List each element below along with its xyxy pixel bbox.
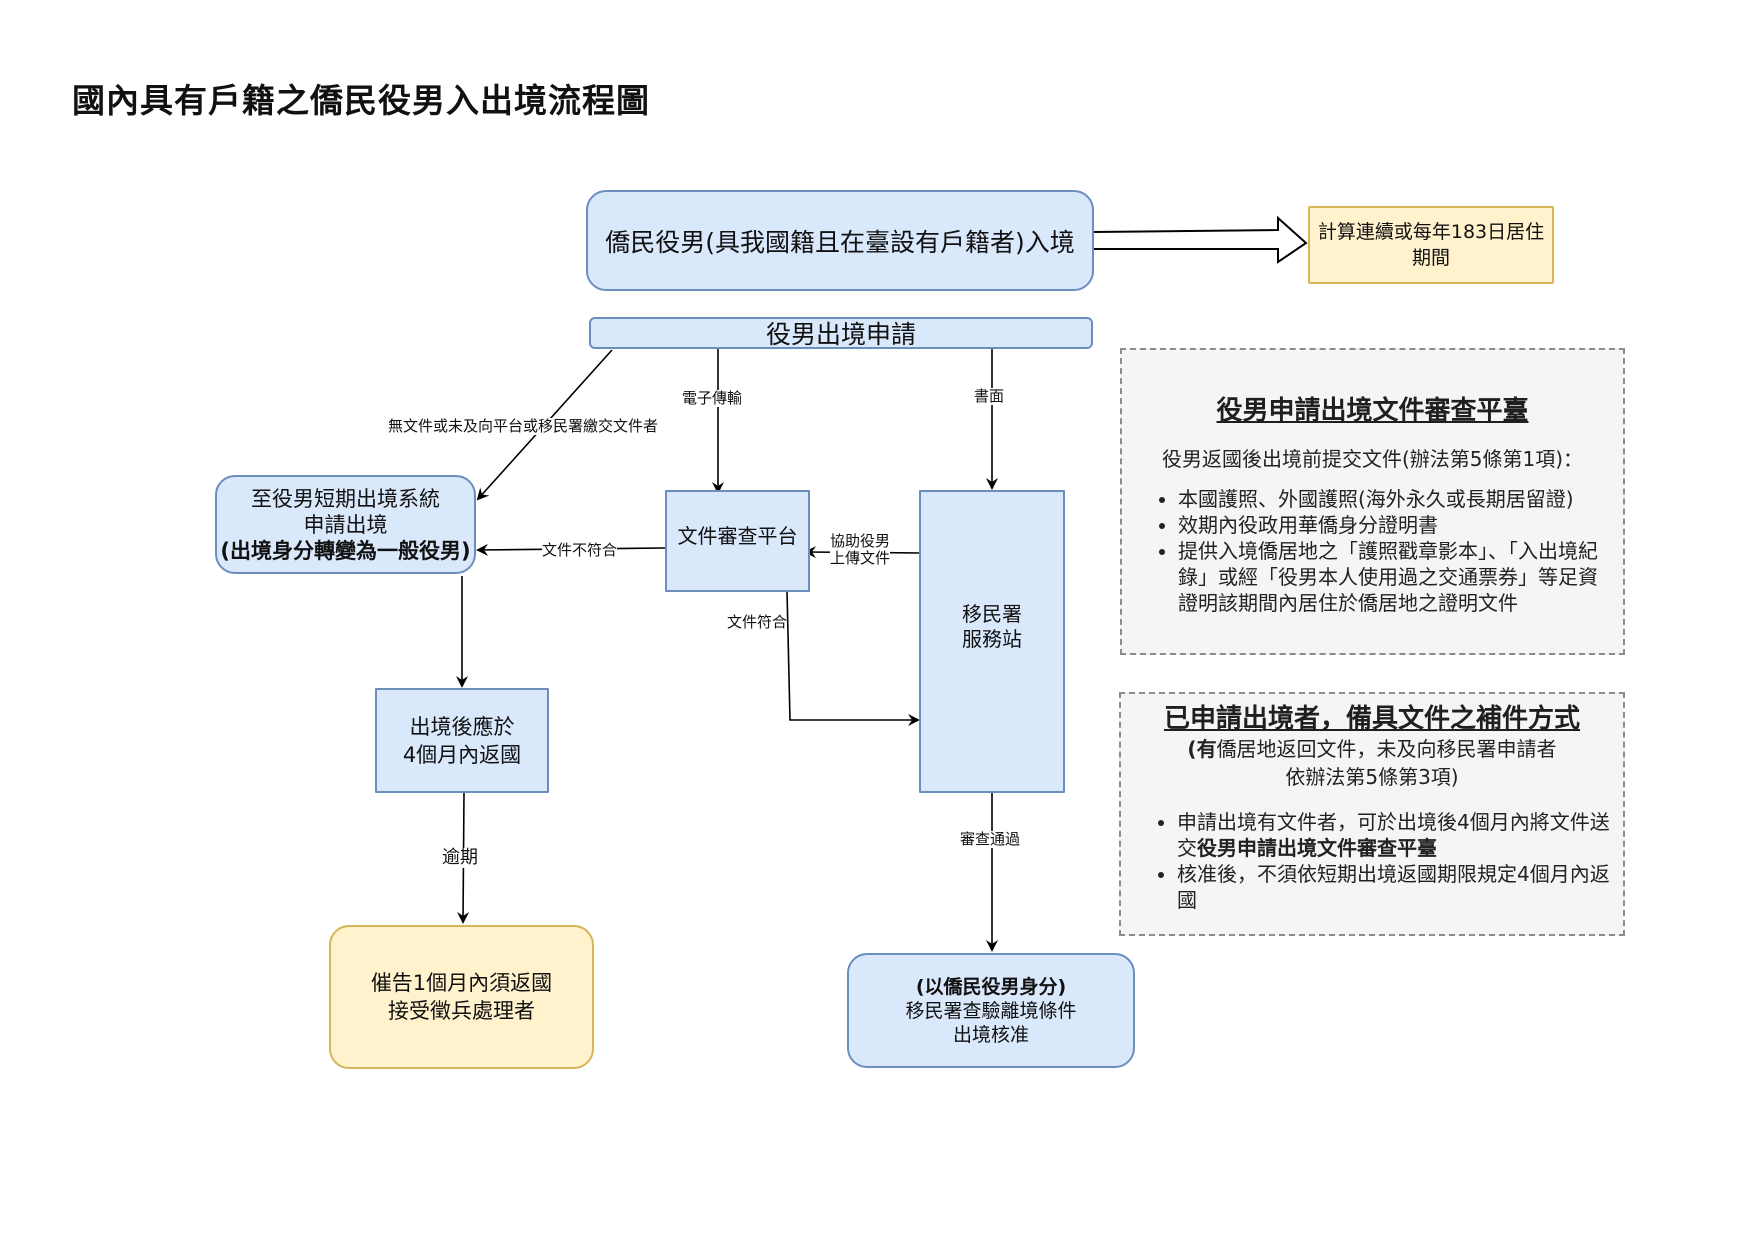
node-immigration-line2: 服務站: [962, 626, 1022, 651]
panel-supplement-item: 核准後，不須依短期出境返國期限規定4個月內返國: [1177, 861, 1613, 913]
node-exit-approved-line3: 出境核准: [952, 1023, 1029, 1046]
panel-supplement-list: 申請出境有文件者，可於出境後4個月內將文件送交役男申請出境文件審查平臺 核准後，…: [1121, 809, 1623, 913]
panel-doc-review-platform: 役男申請出境文件審查平臺 役男返國後出境前提交文件(辦法第5條第1項)： 本國護…: [1120, 348, 1625, 655]
node-immigration-station: 移民署 服務站: [919, 490, 1065, 793]
panel-supplement-item: 申請出境有文件者，可於出境後4個月內將文件送交役男申請出境文件審查平臺: [1177, 809, 1613, 861]
node-exit-approved: (以僑民役男身分) 移民署查驗離境條件 出境核准: [847, 953, 1135, 1068]
node-doc-review-platform: 文件審查平台: [665, 490, 810, 592]
panel-supplement-sub1-bold: (有: [1187, 737, 1217, 761]
label-paper: 書面: [974, 387, 1005, 405]
node-exit-approved-line2: 移民署查驗離境條件: [905, 999, 1077, 1022]
node-residence-calc: 計算連續或每年183日居住 期間: [1308, 206, 1554, 284]
panel-supplement-sub1: (有僑居地返回文件，未及向移民署申請者: [1121, 735, 1623, 763]
label-docs-not-match: 文件不符合: [542, 541, 618, 559]
page-title: 國內具有戶籍之僑民役男入出境流程圖: [72, 81, 650, 120]
node-return-line1: 出境後應於: [409, 714, 515, 739]
panel-supplement-item1-bold: 役男申請出境文件審查平臺: [1197, 836, 1437, 860]
panel-supplement-heading: 已申請出境者，備具文件之補件方式: [1163, 704, 1580, 734]
label-assist-upload-line2: 上傳文件: [830, 549, 891, 567]
node-residence-calc-line1: 計算連續或每年183日居住: [1317, 221, 1545, 243]
label-review-passed: 審查通過: [960, 830, 1021, 848]
panel-platform-item: 提供入境僑居地之「護照戳章影本」、「入出境紀錄」或經「役男本人使用過之交通票券」…: [1178, 538, 1611, 616]
panel-supplement-sub1-rest: 僑居地返回文件，未及向移民署申請者: [1216, 737, 1557, 761]
panel-platform-intro: 役男返國後出境前提交文件(辦法第5條第1項)：: [1161, 447, 1584, 471]
node-short-term-line3: (出境身分轉變為一般役男): [220, 538, 471, 563]
panel-supplement: 已申請出境者，備具文件之補件方式 (有僑居地返回文件，未及向移民署申請者 依辦法…: [1119, 692, 1625, 936]
node-notice-line2: 接受徵兵處理者: [388, 999, 535, 1023]
node-entry-text: 僑民役男(具我國籍且在臺設有戶籍者)入境: [605, 227, 1075, 257]
node-notice-return: 催告1個月內須返國 接受徵兵處理者: [329, 925, 594, 1069]
hollow-arrow: [1091, 215, 1308, 264]
edge-docs-match: [786, 590, 920, 726]
node-immigration-line1: 移民署: [962, 601, 1022, 626]
label-overdue: 逾期: [442, 847, 478, 868]
label-electronic: 電子傳輸: [682, 389, 743, 407]
panel-platform-item: 本國護照、外國護照(海外永久或長期居留證): [1178, 486, 1611, 512]
node-exit-application-text: 役男出境申請: [765, 320, 916, 349]
node-return-line2: 4個月內返國: [402, 742, 522, 767]
label-no-docs: 無文件或未及向平台或移民署繳交文件者: [388, 417, 659, 435]
node-short-term-system: 至役男短期出境系統 申請出境 (出境身分轉變為一般役男): [215, 475, 476, 574]
panel-platform-heading: 役男申請出境文件審查平臺: [1216, 396, 1529, 426]
node-doc-review-platform-text: 文件審查平台: [677, 523, 798, 548]
node-entry: 僑民役男(具我國籍且在臺設有戶籍者)入境: [586, 190, 1094, 291]
panel-supplement-sub2: 依辦法第5條第3項): [1285, 765, 1459, 789]
node-short-term-line1: 至役男短期出境系統: [251, 486, 440, 511]
node-short-term-line2: 申請出境: [303, 512, 388, 537]
panel-platform-list: 本國護照、外國護照(海外永久或長期居留證) 效期內役政用華僑身分證明書 提供入境…: [1122, 486, 1623, 616]
node-notice-line1: 催告1個月內須返國: [370, 971, 553, 995]
label-docs-match: 文件符合: [727, 613, 788, 631]
node-exit-approved-line1: (以僑民役男身分): [915, 975, 1067, 998]
panel-supplement-item1-text: 申請出境有文件者，可於出境後4個月內將文件送交: [1177, 810, 1610, 860]
label-assist-upload: 協助役男 上傳文件: [830, 532, 891, 567]
node-return-4-months: 出境後應於 4個月內返國: [375, 688, 549, 793]
label-assist-upload-line1: 協助役男: [830, 532, 891, 550]
panel-platform-item: 效期內役政用華僑身分證明書: [1178, 512, 1611, 538]
node-residence-calc-line2: 期間: [1411, 247, 1450, 269]
node-exit-application: 役男出境申請: [589, 317, 1093, 349]
